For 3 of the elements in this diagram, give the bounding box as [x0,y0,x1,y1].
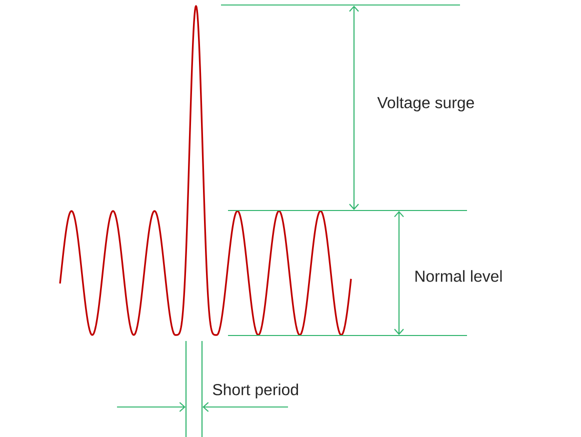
dimension-label: Short period [212,384,298,398]
dimension-label: Voltage surge [377,96,474,112]
dimension-label: Normal level [416,270,502,282]
